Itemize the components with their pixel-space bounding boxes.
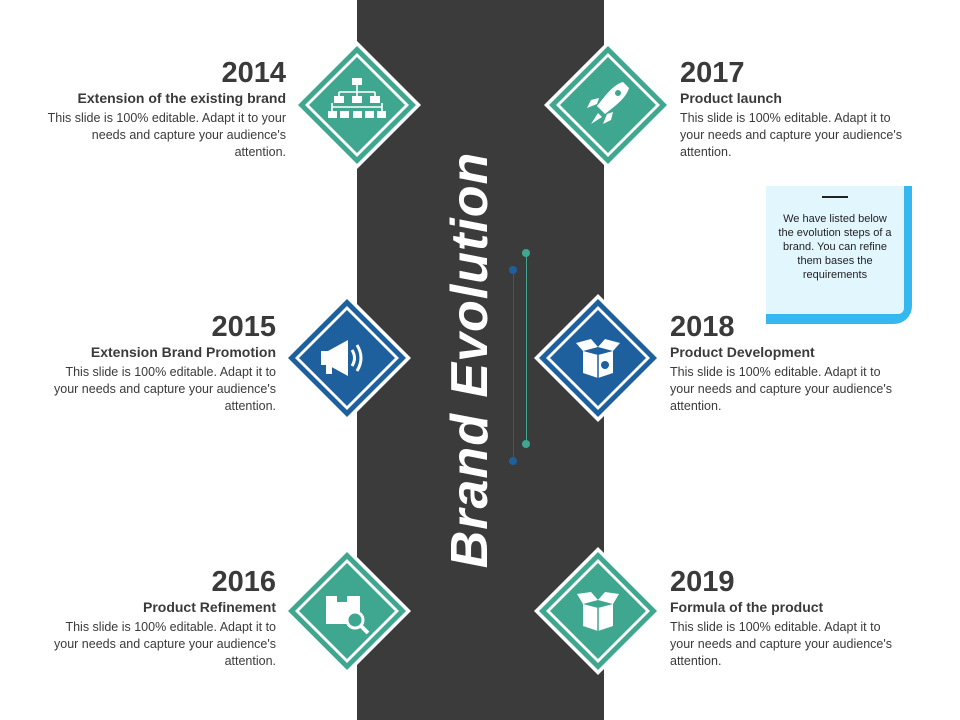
milestone-year: 2016 bbox=[211, 566, 276, 598]
milestone-body: This slide is 100% editable. Adapt it to… bbox=[670, 365, 892, 413]
rocket-icon bbox=[587, 82, 629, 124]
milestone-2015: 2015 Extension Brand Promotion This slid… bbox=[40, 311, 276, 415]
sticky-note-text: We have listed below the evolution steps… bbox=[778, 213, 892, 281]
milestone-2016: 2016 Product Refinement This slide is 10… bbox=[40, 566, 276, 670]
diamond-2014 bbox=[292, 40, 422, 170]
milestone-body: This slide is 100% editable. Adapt it to… bbox=[47, 111, 286, 159]
diamond-2015 bbox=[282, 293, 412, 423]
decor-dot-blue-bottom bbox=[509, 457, 517, 465]
milestone-heading: Extension of the existing brand bbox=[77, 90, 286, 106]
milestone-body: This slide is 100% editable. Adapt it to… bbox=[670, 620, 892, 668]
box-search-icon bbox=[326, 596, 370, 635]
milestone-heading: Product Refinement bbox=[142, 599, 276, 615]
diamond-2019 bbox=[533, 546, 663, 676]
package-icon bbox=[577, 592, 619, 631]
sticky-note-paper: We have listed below the evolution steps… bbox=[766, 186, 904, 314]
milestone-year: 2017 bbox=[680, 57, 745, 89]
diamond-2016 bbox=[282, 546, 412, 676]
milestone-body: This slide is 100% editable. Adapt it to… bbox=[680, 111, 902, 159]
milestone-2019: 2019 Formula of the product This slide i… bbox=[670, 566, 900, 670]
milestone-2014: 2014 Extension of the existing brand Thi… bbox=[40, 57, 286, 161]
diamond-2018 bbox=[533, 293, 663, 423]
megaphone-icon bbox=[321, 340, 363, 376]
milestone-year: 2014 bbox=[221, 57, 286, 89]
milestone-body: This slide is 100% editable. Adapt it to… bbox=[54, 620, 276, 668]
milestone-2018: 2018 Product Development This slide is 1… bbox=[670, 311, 900, 415]
milestone-heading: Extension Brand Promotion bbox=[90, 344, 276, 360]
slide-title: Brand Evolution bbox=[441, 151, 499, 569]
milestone-heading: Product Development bbox=[670, 344, 815, 360]
sticky-note-dash bbox=[822, 196, 848, 198]
milestone-year: 2019 bbox=[670, 566, 735, 598]
org-chart-icon bbox=[328, 78, 386, 118]
milestone-heading: Product launch bbox=[680, 90, 782, 106]
milestone-year: 2018 bbox=[670, 311, 735, 343]
sticky-note: We have listed below the evolution steps… bbox=[766, 186, 912, 326]
decor-dot-blue-top bbox=[509, 266, 517, 274]
milestone-body: This slide is 100% editable. Adapt it to… bbox=[54, 365, 276, 413]
open-box-icon bbox=[576, 339, 620, 378]
milestone-2017: 2017 Product launch This slide is 100% e… bbox=[680, 57, 910, 161]
decor-dot-teal-bottom bbox=[522, 440, 530, 448]
milestone-heading: Formula of the product bbox=[670, 599, 824, 615]
decor-line-teal bbox=[526, 253, 527, 445]
milestone-year: 2015 bbox=[211, 311, 276, 343]
decor-dot-teal-top bbox=[522, 249, 530, 257]
diamond-2017 bbox=[543, 40, 673, 170]
decor-line-blue bbox=[513, 270, 514, 462]
